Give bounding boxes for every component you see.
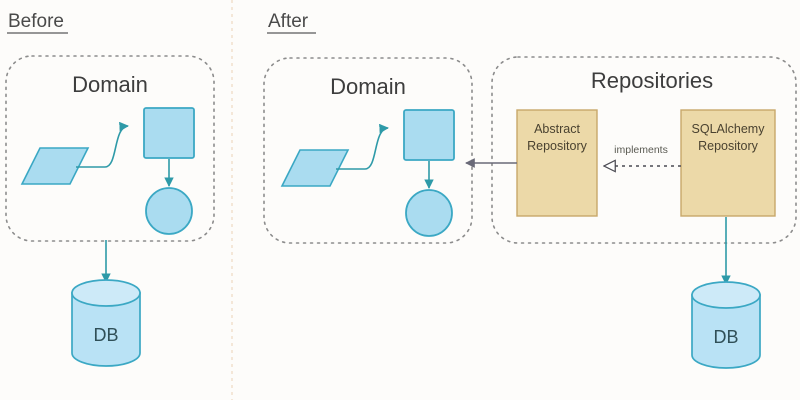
shape-parallelogram-after — [280, 149, 350, 187]
node-sqlalchemy-repository: SQLAlchemy Repository — [680, 109, 776, 217]
node-abstract-repository-line1: Abstract — [534, 122, 580, 136]
group-repositories — [491, 56, 797, 244]
node-abstract-repository: Abstract Repository — [516, 109, 598, 217]
node-sqlalchemy-repository-line2: Repository — [698, 139, 758, 153]
node-abstract-repository-line2: Repository — [527, 139, 587, 153]
node-db-after: DB — [691, 281, 761, 369]
shape-circle-before — [145, 187, 193, 235]
node-sqlalchemy-repository-line1: SQLAlchemy — [692, 122, 766, 136]
group-title-repositories: Repositories — [591, 68, 713, 93]
group-title-domain-after: Domain — [330, 74, 406, 99]
shape-square-after — [403, 109, 455, 161]
section-title-after: After — [268, 11, 309, 32]
group-title-domain-before: Domain — [72, 72, 148, 97]
group-domain-after — [263, 57, 473, 244]
shape-square-before — [143, 107, 195, 159]
edge-parallelogram-to-square-before — [76, 121, 129, 168]
node-db-after-label: DB — [713, 327, 738, 347]
section-title-before: Before — [8, 11, 64, 32]
edge-implements-label: implements — [614, 144, 668, 156]
group-domain-before — [5, 55, 215, 242]
edge-parallelogram-to-square-after — [336, 123, 389, 170]
shape-circle-after — [405, 189, 453, 237]
shape-parallelogram-before — [20, 147, 90, 185]
node-db-before-label: DB — [93, 325, 118, 345]
node-db-before: DB — [71, 279, 141, 367]
